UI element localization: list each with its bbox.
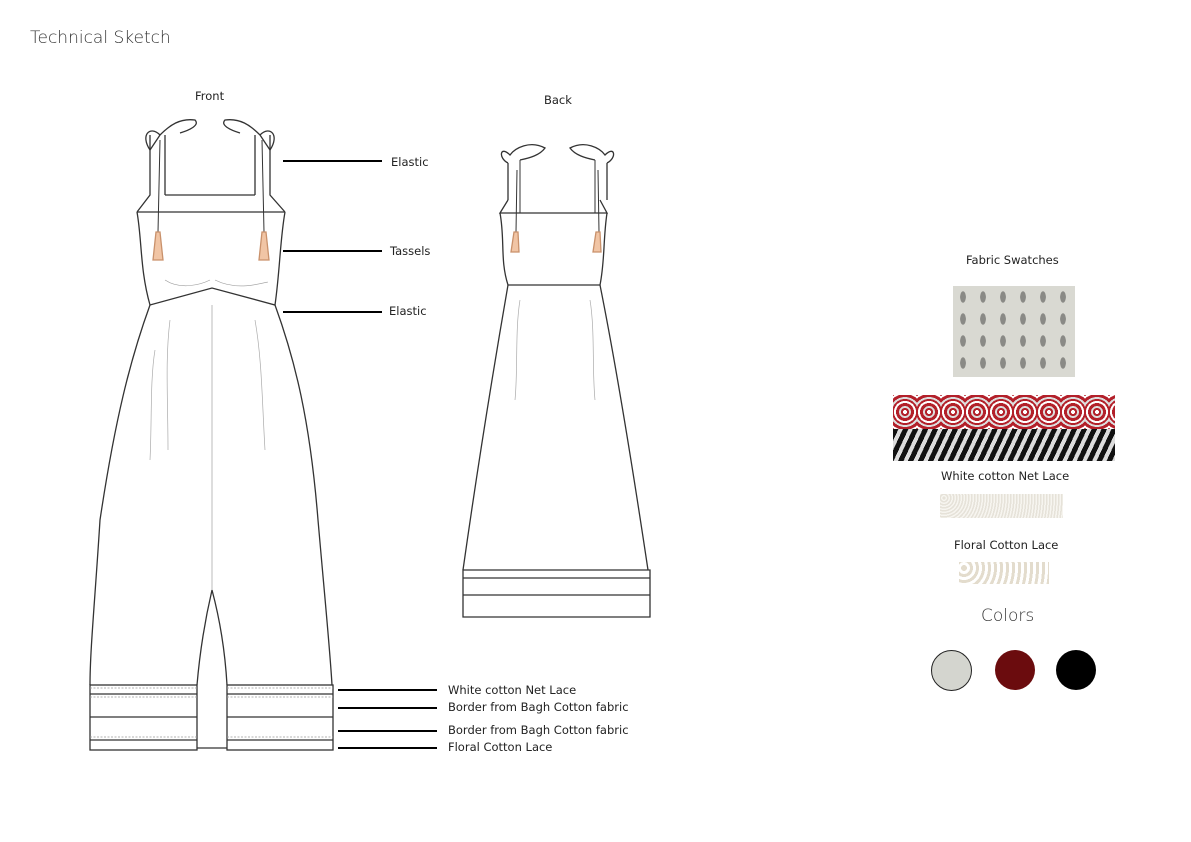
back-view-label: Back [544,93,572,107]
color-swatch-light-grey [931,650,972,691]
back-dress-sketch [462,144,651,618]
callout-bagh-border-1: Border from Bagh Cotton fabric [448,700,629,714]
color-swatch-black [1056,650,1096,690]
callout-elastic-waist: Elastic [389,304,427,318]
colors-heading: Colors [981,606,1035,626]
floral-lace-caption: Floral Cotton Lace [954,538,1059,552]
fabric-swatches-heading: Fabric Swatches [966,253,1059,267]
bagh-border-swatch [893,395,1115,461]
color-swatch-maroon [995,650,1035,690]
page-title: Technical Sketch [30,28,171,48]
paisley-swatch [953,286,1075,377]
callout-tassels: Tassels [390,244,431,258]
front-view-label: Front [195,89,225,103]
callout-elastic-top: Elastic [391,155,429,169]
callout-net-lace: White cotton Net Lace [448,683,577,697]
front-jumpsuit-sketch [89,119,437,751]
net-lace-caption: White cotton Net Lace [941,469,1070,483]
floral-lace-swatch [959,562,1049,584]
callout-bagh-border-2: Border from Bagh Cotton fabric [448,723,629,737]
callout-floral-lace: Floral Cotton Lace [448,740,553,754]
net-lace-swatch [940,494,1063,518]
